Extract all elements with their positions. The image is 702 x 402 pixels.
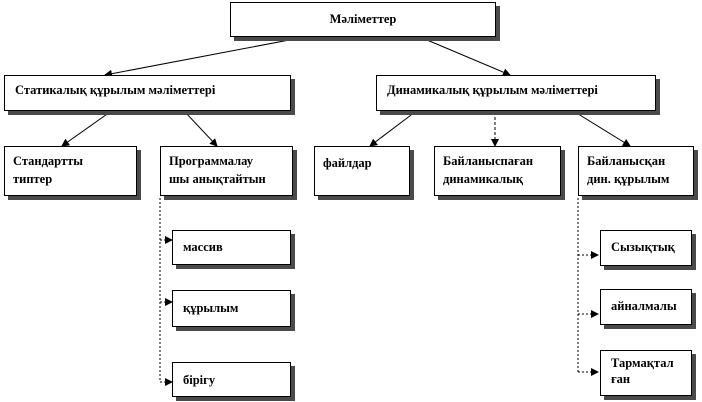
edge-dynamic-files [369,111,416,147]
node-unlinked-label-line2: динамикалық [443,172,524,186]
node-cyclic-label: айналмалы [611,299,677,313]
node-struct: құрылым [172,290,291,327]
node-tree: Тармақтал ған [600,350,692,396]
node-programmer: Программалау шы анықтайтын [160,146,293,196]
node-array-label: массив [183,240,223,254]
node-union-label: бірігу [183,373,216,387]
node-linear: Сызықтық [600,230,692,266]
node-standard: Стандартты типтер [4,146,137,196]
node-struct-label: құрылым [183,301,239,315]
edge-static-programmer [184,111,218,147]
edge-root-static [104,36,306,78]
node-static: Статикалық құрылым мәліметтері [4,75,291,111]
node-root-label: Мәліметтер [329,12,397,26]
edge-root-dynamic [419,36,511,76]
node-unlinked-label-line1: Байланыспаған [443,154,534,168]
node-cyclic: айналмалы [600,289,692,325]
node-root: Мәліметтер [230,2,496,37]
node-linear-label: Сызықтық [611,240,675,254]
node-unlinked: Байланыспаған динамикалық [434,146,561,196]
edge-dynamic-linked [574,111,631,147]
node-dynamic: Динамикалық құрылым мәліметтері [376,75,656,111]
node-files: файлдар [314,146,410,196]
node-programmer-label-line2: шы анықтайтын [169,172,266,186]
node-standard-label-line1: Стандартты [13,154,84,168]
node-dynamic-label: Динамикалық құрылым мәліметтері [387,83,598,97]
node-array: массив [172,230,291,265]
node-static-label: Статикалық құрылым мәліметтері [15,83,216,97]
node-union: бірігу [172,362,291,397]
node-tree-label-line1: Тармақтал [611,356,674,370]
node-files-label: файлдар [323,156,372,170]
node-linked-label-line1: Байланысқан [587,154,666,168]
node-tree-label-line2: ған [611,372,631,386]
node-linked-label-line2: дин. құрылым [587,172,670,186]
edge-static-standard [61,111,111,147]
node-standard-label-line2: типтер [13,172,53,186]
node-linked: Байланысқан дин. құрылым [578,146,694,196]
node-programmer-label-line1: Программалау [169,154,253,168]
